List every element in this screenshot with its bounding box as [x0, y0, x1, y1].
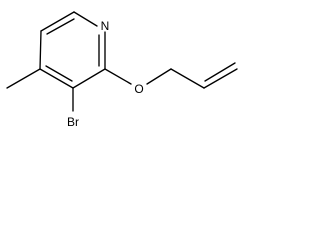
bromine-label: Br [67, 115, 79, 129]
bond-c5-c6 [40, 11, 75, 32]
bond-c2-c3 [72, 68, 106, 89]
pyridine-ring [39, 11, 106, 89]
bond-c6-n1 [73, 11, 98, 27]
bond-c4-methyl [6, 68, 41, 89]
nitrogen-label: N [101, 19, 110, 33]
bond-c2-o [104, 68, 132, 85]
bond-o-ch2 [146, 68, 172, 85]
bond-ch-ch2 [203, 68, 238, 89]
bond-c3-c4 [39, 68, 74, 89]
atom-labels: N O Br [67, 19, 144, 129]
bond-ch2-ch [170, 68, 205, 89]
chemical-structure-diagram: N O Br [6, 11, 238, 129]
bond-c3-c4-inner [45, 65, 73, 82]
bond-ch-ch2-second [204, 62, 236, 82]
substituents [6, 62, 238, 112]
bond-c4-c5 [39, 30, 42, 70]
oxygen-label: O [134, 82, 143, 96]
bond-c5-c6-inner [46, 18, 75, 35]
